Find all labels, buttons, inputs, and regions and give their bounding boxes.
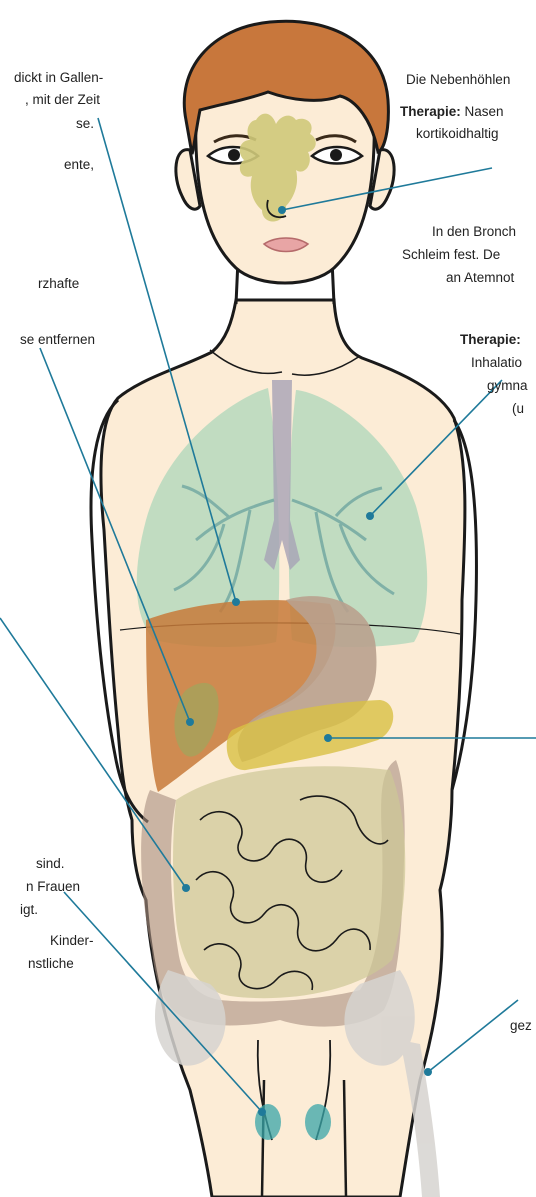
- label-gallbladder-line3: se.: [76, 114, 94, 134]
- label-sinus-line3: kortikoidhaltig: [416, 124, 499, 144]
- label-gallbladder-line2: , mit der Zeit: [25, 90, 100, 110]
- label-lung-line3: an Atemnot: [446, 268, 514, 288]
- label-liver-line2: se entfernen: [20, 330, 95, 350]
- label-bone-line1: gez: [510, 1016, 532, 1036]
- label-lung-line7: (u: [512, 399, 524, 419]
- label-sinus-therapy: Therapie: Nasen: [400, 102, 504, 122]
- label-intestine-line1: sind.: [36, 854, 65, 874]
- label-liver-line1: rzhafte: [38, 274, 79, 294]
- label-sinus-therapy-text: Nasen: [461, 104, 504, 119]
- label-lung-therapy-bold: Therapie:: [460, 332, 521, 347]
- label-lung-line1: In den Bronch: [432, 222, 516, 242]
- label-intestine-line3: igt.: [20, 900, 38, 920]
- label-lung-therapy: Therapie:: [460, 330, 521, 350]
- label-sinus-line1: Die Nebenhöhlen: [406, 70, 510, 90]
- label-gallbladder-line4: ente,: [64, 155, 94, 175]
- label-lung-line5: Inhalatio: [471, 353, 522, 373]
- label-lung-line2: Schleim fest. De: [402, 245, 500, 265]
- small-intestine: [173, 766, 405, 998]
- label-intestine-line2: n Frauen: [26, 877, 80, 897]
- label-lung-line6: gymna: [487, 376, 528, 396]
- testis-right: [305, 1104, 331, 1140]
- label-gallbladder-line1: dickt in Gallen-: [14, 68, 103, 88]
- leader-line-bone: [428, 1000, 518, 1072]
- label-reproductive-line1: Kinder-: [50, 931, 94, 951]
- label-sinus-therapy-bold: Therapie:: [400, 104, 461, 119]
- label-reproductive-line2: nstliche: [28, 954, 74, 974]
- head: [176, 21, 394, 283]
